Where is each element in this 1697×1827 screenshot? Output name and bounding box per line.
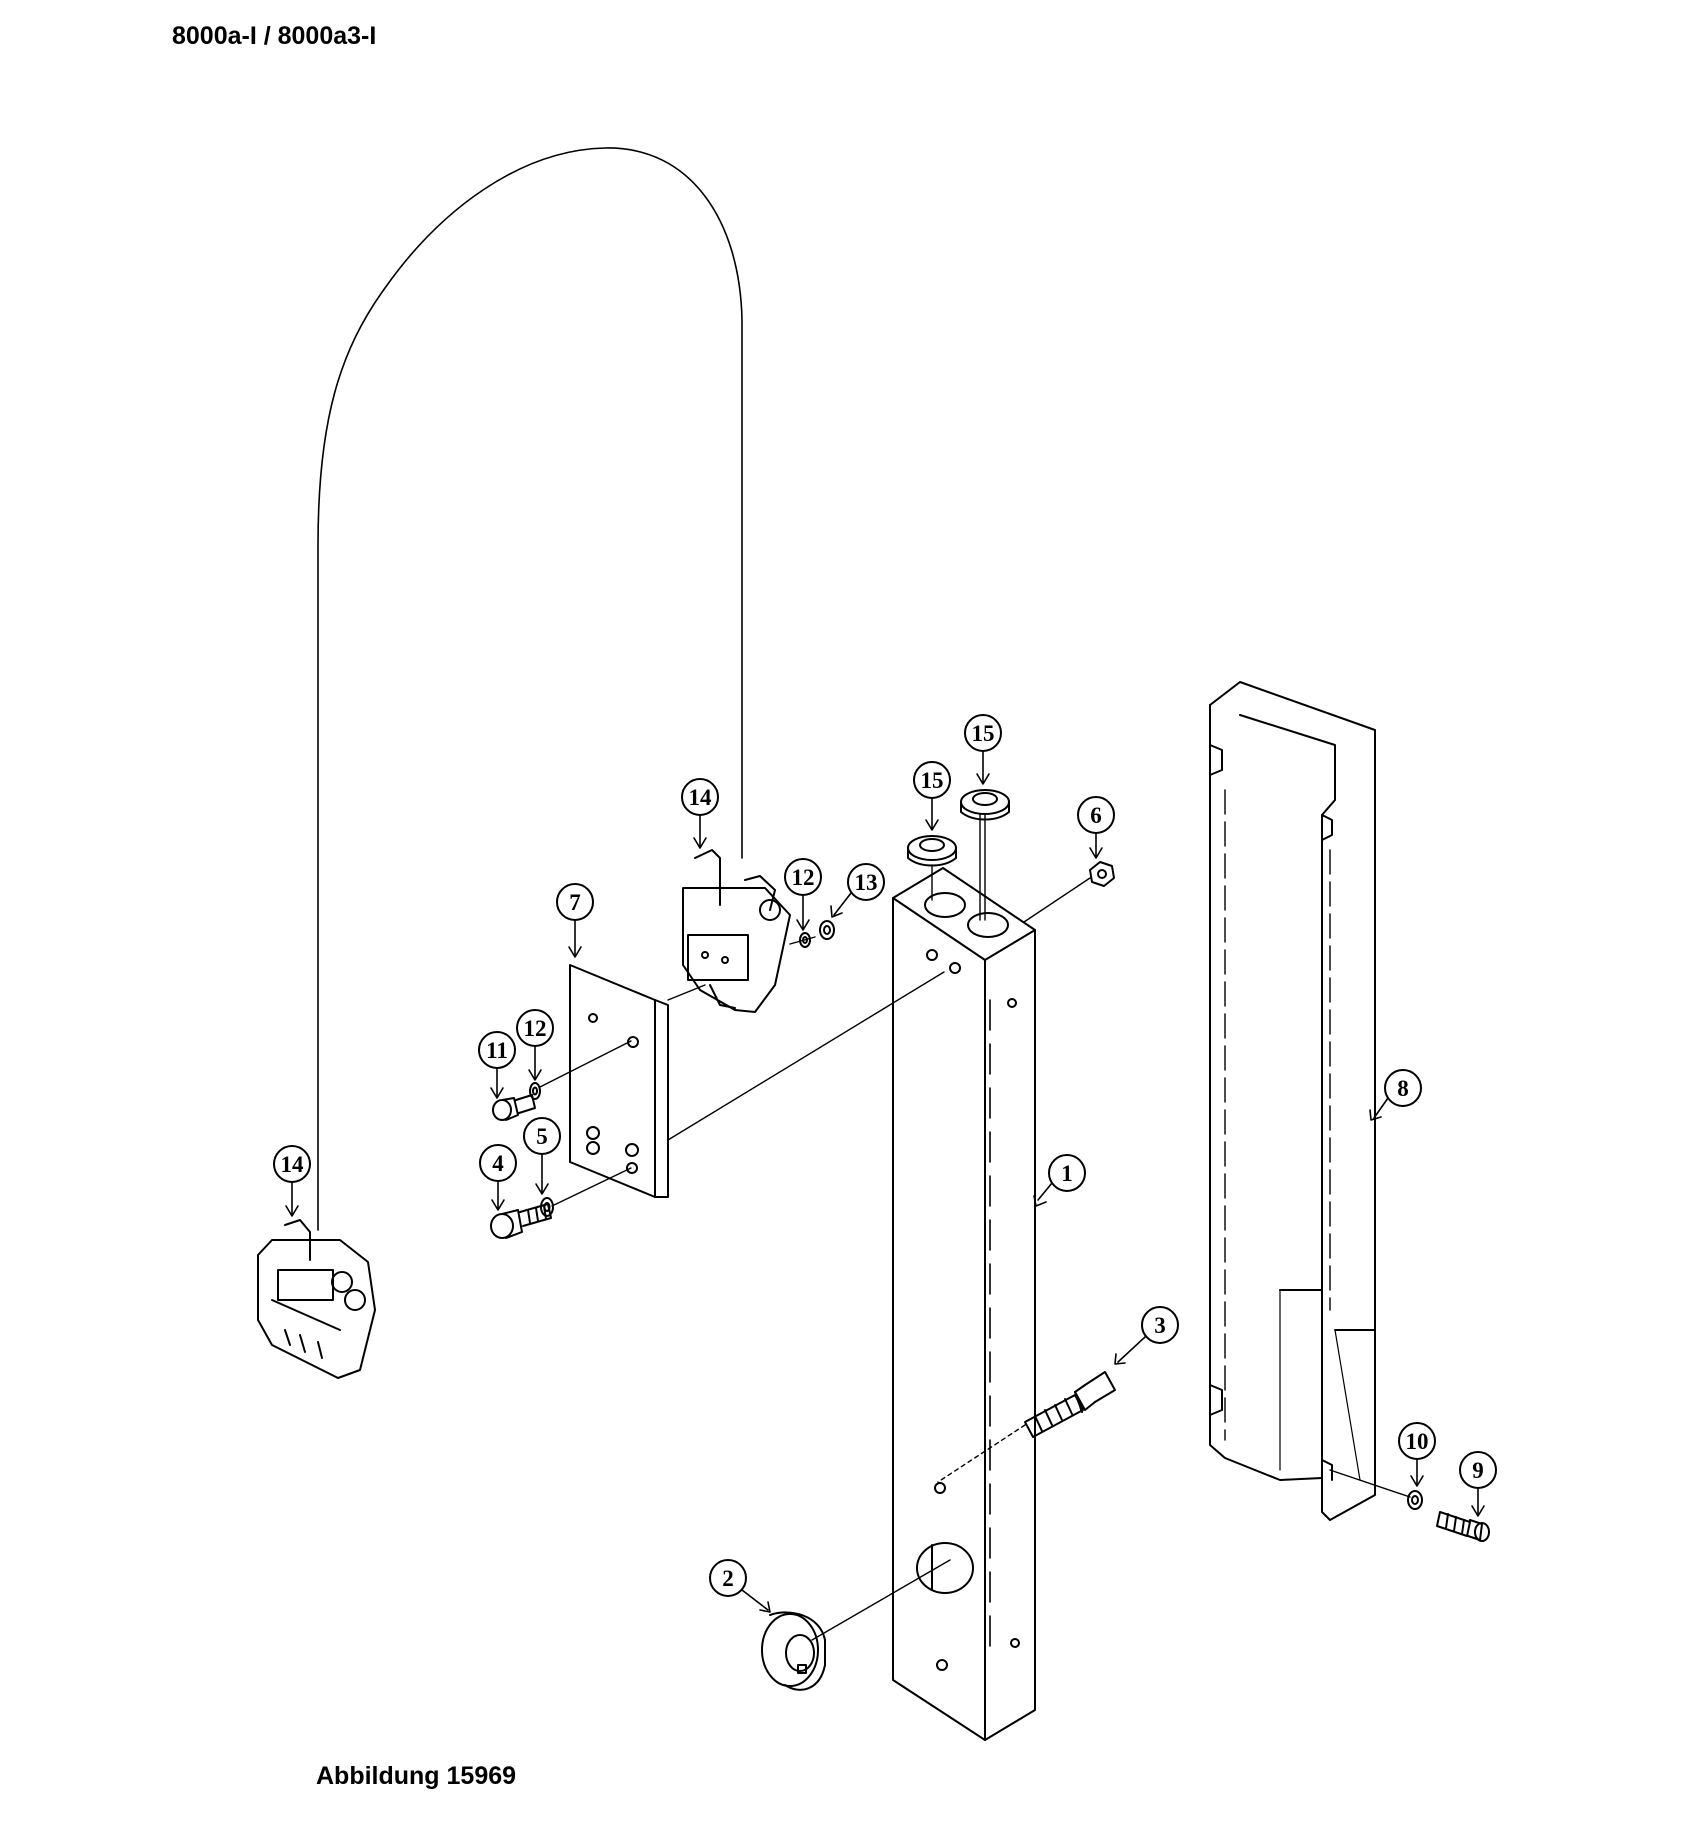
callout-7-label: 7 — [569, 890, 581, 915]
part-15-grommet-front — [907, 835, 957, 867]
callout-14-lower: 14 — [273, 1145, 311, 1217]
callout-13-label: 13 — [855, 870, 878, 895]
assembly-lines — [539, 813, 1411, 1641]
part-10-washer — [1407, 1490, 1423, 1510]
part-3-stud — [1024, 1371, 1116, 1438]
part-5-washer — [540, 1197, 554, 1217]
part-7-plate — [569, 964, 669, 1198]
callout-15-left-label: 15 — [921, 768, 944, 793]
part-6-nut — [1089, 861, 1115, 887]
callout-10-label: 10 — [1406, 1429, 1429, 1454]
callout-12-upper: 12 — [784, 858, 822, 931]
callout-5: 5 — [523, 1117, 561, 1195]
part-14-connector-upper — [682, 849, 791, 1013]
callout-9: 9 — [1459, 1451, 1497, 1517]
callout-15-right: 15 — [964, 714, 1002, 785]
part-12-washer-lower — [529, 1082, 541, 1100]
callout-5-label: 5 — [536, 1124, 548, 1149]
callout-14-lower-label: 14 — [281, 1152, 305, 1177]
callout-3-label: 3 — [1154, 1313, 1166, 1338]
callout-6: 6 — [1077, 796, 1115, 859]
callout-2-label: 2 — [722, 1566, 734, 1591]
callout-3: 3 — [1114, 1306, 1179, 1365]
callout-9-label: 9 — [1472, 1458, 1484, 1483]
callout-4: 4 — [479, 1144, 517, 1211]
figure-caption: Abbildung 15969 — [316, 1762, 517, 1790]
part-11-screw — [492, 1094, 536, 1121]
page-title: 8000a-I / 8000a3-I — [172, 22, 377, 50]
callout-8: 8 — [1369, 1069, 1422, 1121]
callout-12-lower-label: 12 — [524, 1016, 547, 1041]
callout-15-left: 15 — [913, 761, 951, 831]
callout-8-label: 8 — [1397, 1076, 1409, 1101]
part-14-connector-lower — [257, 1219, 376, 1379]
callout-14-upper: 14 — [681, 778, 719, 849]
callout-4-label: 4 — [492, 1151, 504, 1176]
callout-12-upper-label: 12 — [792, 865, 815, 890]
part-2-ring — [761, 1611, 826, 1691]
callout-14-upper-label: 14 — [689, 785, 713, 810]
part-1-column — [892, 867, 1036, 1741]
part-8-rail — [1209, 681, 1376, 1521]
callout-7: 7 — [556, 883, 594, 958]
callout-1-label: 1 — [1061, 1161, 1073, 1186]
part-9-bolt — [1436, 1511, 1490, 1542]
callout-11: 11 — [478, 1031, 516, 1099]
callout-1: 1 — [1033, 1154, 1086, 1207]
callout-12-lower: 12 — [516, 1009, 554, 1081]
callout-2: 2 — [709, 1559, 771, 1613]
callout-6-label: 6 — [1090, 803, 1102, 828]
callout-15-right-label: 15 — [972, 721, 995, 746]
cable-wire — [317, 147, 743, 1231]
part-13-nut — [819, 920, 835, 940]
callout-11-label: 11 — [486, 1038, 508, 1063]
callout-13: 13 — [830, 863, 885, 918]
callout-10: 10 — [1398, 1422, 1436, 1487]
part-4-bolt — [490, 1203, 552, 1239]
